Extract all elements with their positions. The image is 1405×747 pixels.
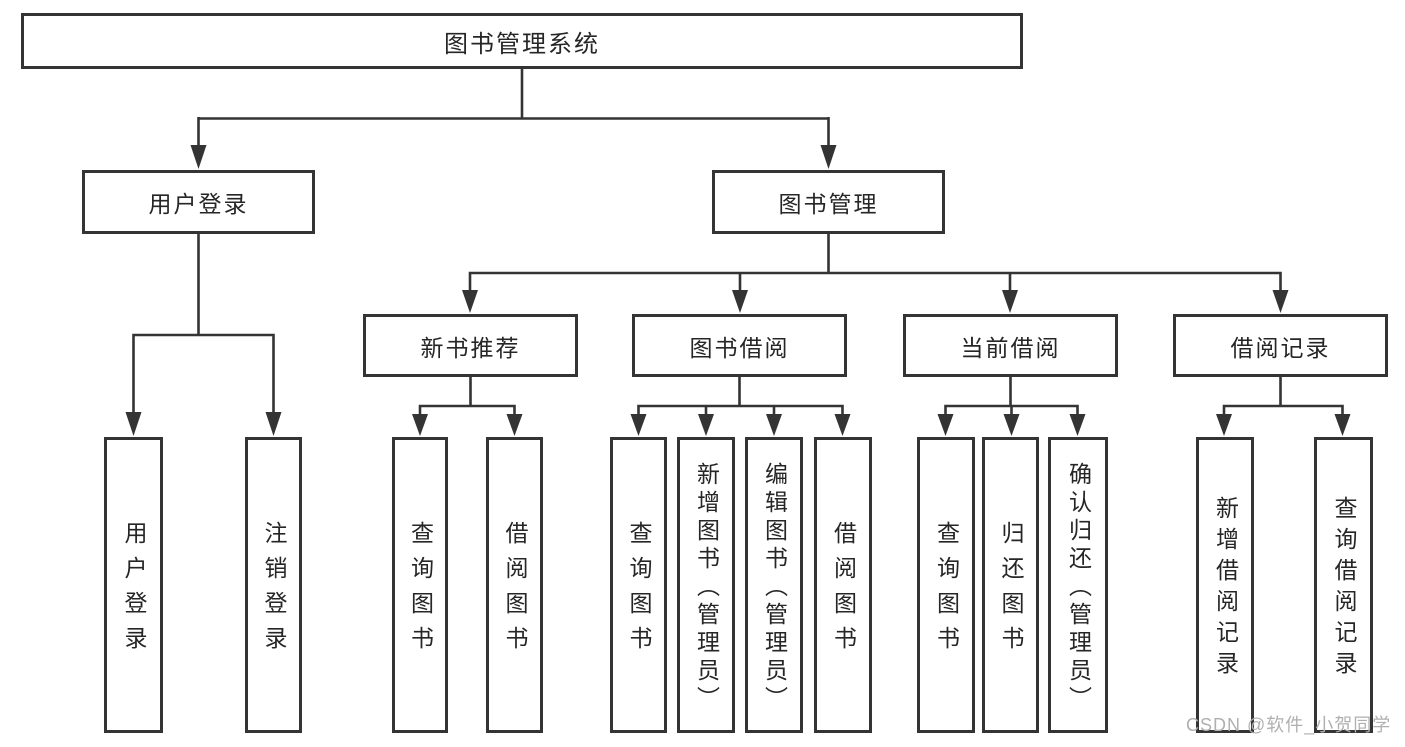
node-edit-book-admin: 编辑图书（管理员） <box>745 437 803 733</box>
leaf-label: 查询借阅记录 <box>1331 496 1357 682</box>
connector-borrow-branch <box>630 377 851 436</box>
connector-current-branch <box>937 377 1086 436</box>
leaf-label: 借阅图书 <box>502 521 528 661</box>
node-query-books-recommend: 查询图书 <box>392 437 448 733</box>
leaf-label: 注销登录 <box>261 521 287 661</box>
leaf-label: 查询图书 <box>933 521 960 661</box>
leaf-label: 借阅图书 <box>830 521 857 661</box>
connector-login-branch <box>125 233 282 436</box>
node-confirm-return-admin: 确认归还（管理员） <box>1048 437 1108 733</box>
leaf-label: 确认归还（管理员） <box>1065 461 1092 714</box>
leaf-label: 新增借阅记录 <box>1212 496 1239 682</box>
node-book-management: 图书管理 <box>712 170 945 234</box>
node-query-books-borrow: 查询图书 <box>610 437 667 733</box>
node-borrow-records: 借阅记录 <box>1173 314 1388 377</box>
node-book-borrow: 图书借阅 <box>632 314 847 377</box>
node-borrow-books-leaf: 借阅图书 <box>814 437 872 733</box>
connector-management-branch <box>462 233 1289 313</box>
node-library-system: 图书管理系统 <box>21 13 1023 69</box>
node-query-borrow-record: 查询借阅记录 <box>1314 437 1373 733</box>
csdn-watermark: CSDN @软件_小贺同学 <box>1186 715 1392 735</box>
connector-root <box>190 68 837 169</box>
node-new-book-recommend: 新书推荐 <box>363 314 578 377</box>
leaf-label: 用户登录 <box>121 521 147 661</box>
node-return-book: 归还图书 <box>982 437 1039 733</box>
node-user-login: 用户登录 <box>82 170 315 234</box>
node-logout-leaf: 注销登录 <box>245 437 302 733</box>
leaf-label: 查询图书 <box>407 521 434 661</box>
node-query-books-current: 查询图书 <box>917 437 975 733</box>
node-add-book-admin: 新增图书（管理员） <box>677 437 735 733</box>
connector-recommend-branch <box>412 377 523 436</box>
node-user-login-leaf: 用户登录 <box>104 437 163 733</box>
leaf-label: 新增图书（管理员） <box>693 461 720 714</box>
node-current-borrow: 当前借阅 <box>903 314 1118 377</box>
leaf-label: 编辑图书（管理员） <box>761 461 788 714</box>
node-borrow-books-recommend: 借阅图书 <box>486 437 543 733</box>
leaf-label: 查询图书 <box>626 521 652 661</box>
node-add-borrow-record: 新增借阅记录 <box>1196 437 1254 733</box>
connector-records-branch <box>1216 377 1351 436</box>
leaf-label: 归还图书 <box>998 521 1024 661</box>
